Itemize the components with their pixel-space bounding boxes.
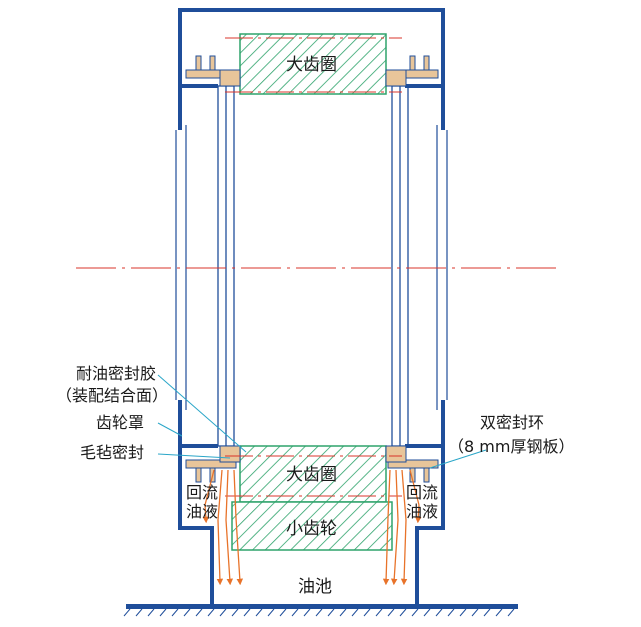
return-oil-left-line1: 回流 [186, 483, 219, 502]
seal-top-left [185, 55, 241, 87]
big-gear-ring-bottom-label: 大齿圈 [286, 465, 337, 485]
seal-bottom-left [185, 445, 241, 483]
seal-bottom-right [385, 445, 439, 483]
pinion-gear [231, 501, 393, 551]
oil-flow-arrows-left [202, 469, 244, 586]
big-gear-ring-top-label: 大齿圈 [286, 55, 337, 75]
ground-base [123, 604, 518, 617]
oil-resistant-sealant-label: 耐油密封胶 [76, 364, 157, 383]
big-gear-ring-bottom [239, 445, 387, 503]
return-oil-right-line2: 油液 [406, 502, 439, 521]
leader-lines [157, 374, 487, 469]
double-seal-ring-label: 双密封环 [480, 413, 545, 432]
inner-drum [217, 85, 409, 447]
pinion-label: 小齿轮 [286, 519, 337, 539]
big-gear-ring-top [239, 33, 387, 95]
oil-pool-label: 油池 [298, 577, 332, 597]
oil-flow-arrows-right [382, 469, 422, 586]
steel-plate-label: （8 mm厚钢板） [448, 437, 575, 456]
assembly-surface-label: （装配结合面） [56, 386, 169, 405]
return-oil-left-line2: 油液 [186, 502, 219, 521]
center-lines [76, 37, 560, 497]
gear-cover-label: 齿轮罩 [96, 413, 145, 432]
seal-top-right [385, 55, 439, 87]
felt-seal-label: 毛毡密封 [80, 443, 145, 462]
return-oil-right-line1: 回流 [406, 483, 439, 502]
